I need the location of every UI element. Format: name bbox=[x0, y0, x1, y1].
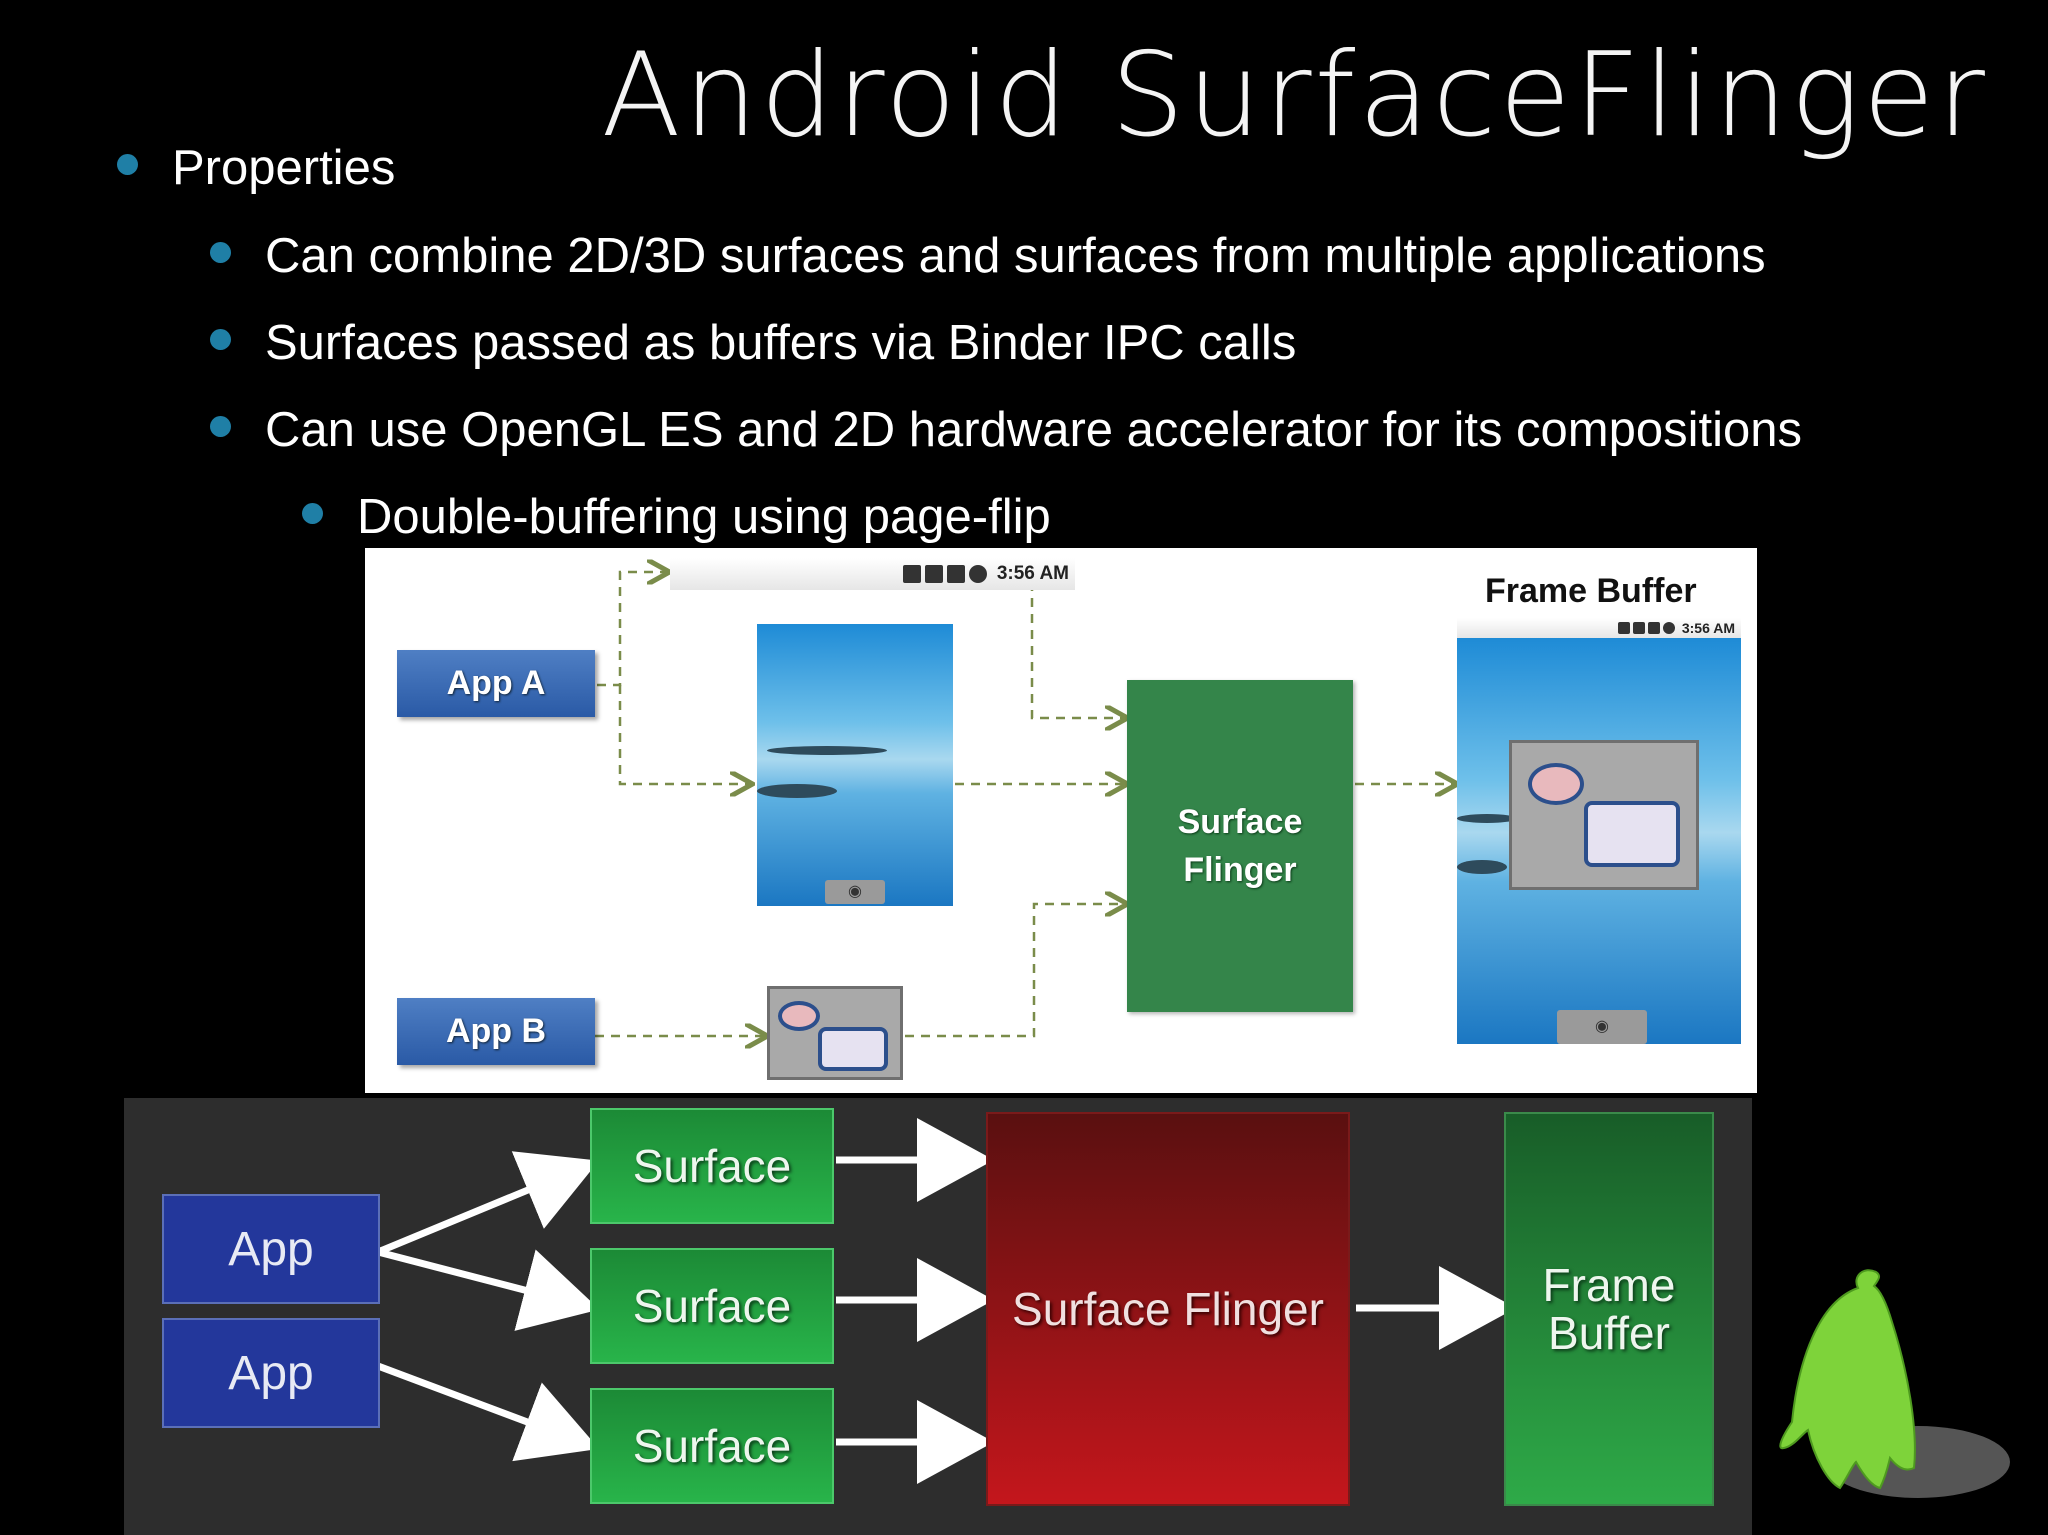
app-b-surface bbox=[767, 986, 903, 1080]
frame-buffer-line2: Buffer bbox=[1548, 1307, 1670, 1359]
bullet-binder-ipc: Surfaces passed as buffers via Binder IP… bbox=[265, 316, 1297, 370]
island-shape bbox=[767, 746, 887, 755]
app-box-1: App bbox=[162, 1194, 380, 1304]
frame-buffer-status-bar: 3:56 AM bbox=[1457, 618, 1741, 638]
composited-app-b-window bbox=[1509, 740, 1699, 890]
slide-title: Android SurfaceFlinger bbox=[601, 28, 1988, 163]
bullet-dot bbox=[210, 329, 231, 350]
ellipse-shape bbox=[778, 1001, 820, 1031]
home-button-icon: ◉ bbox=[1557, 1010, 1647, 1044]
frame-buffer-line1: Frame bbox=[1542, 1259, 1676, 1311]
bullet-dot bbox=[210, 416, 231, 437]
surface-flinger-box: Surface Flinger bbox=[1127, 680, 1353, 1012]
surface-box-2: Surface bbox=[590, 1248, 834, 1364]
frame-buffer-screen: ◉ bbox=[1457, 638, 1741, 1044]
bluetooth-icon bbox=[902, 565, 921, 583]
bullet-properties: Properties bbox=[172, 141, 396, 195]
android-ghost-mascot-icon bbox=[1779, 1269, 2010, 1498]
status-bar: 3:56 AM bbox=[670, 558, 1075, 590]
connector-window-sf bbox=[905, 904, 1125, 1038]
bullet-dot bbox=[210, 242, 231, 263]
connector-appa-wallpaper bbox=[618, 685, 750, 784]
island-shape bbox=[757, 784, 837, 798]
arrow-app1-surface1 bbox=[376, 1151, 599, 1256]
rectangle-shape bbox=[1584, 801, 1680, 867]
home-button-icon: ◉ bbox=[825, 880, 885, 904]
signal-icon bbox=[1647, 622, 1660, 634]
surface-box-1: Surface bbox=[590, 1108, 834, 1224]
app-box-2: App bbox=[162, 1318, 380, 1428]
surface-flinger-line2: Flinger bbox=[1183, 851, 1297, 889]
bullet-combine-surfaces: Can combine 2D/3D surfaces and surfaces … bbox=[265, 229, 1766, 283]
white-arrows bbox=[376, 1118, 1516, 1484]
alarm-icon bbox=[968, 565, 987, 583]
frame-buffer-status-time: 3:56 AM bbox=[1681, 620, 1735, 636]
dashed-connectors bbox=[565, 548, 1757, 1093]
wallpaper-surface: ◉ bbox=[757, 624, 953, 906]
alarm-icon bbox=[1662, 622, 1675, 634]
surfaceflinger-block-diagram: App App Surface Surface Surface Surface … bbox=[124, 1098, 1752, 1535]
network-icon bbox=[1632, 622, 1645, 634]
bullet-double-buffering: Double-buffering using page-flip bbox=[357, 490, 1051, 544]
bullet-opengl: Can use OpenGL ES and 2D hardware accele… bbox=[265, 403, 1803, 457]
status-time: 3:56 AM bbox=[996, 563, 1069, 584]
island-shape bbox=[1457, 860, 1507, 874]
ellipse-shape bbox=[1528, 763, 1584, 805]
surface-box-3: Surface bbox=[590, 1388, 834, 1504]
bullet-dot bbox=[117, 154, 138, 175]
arrow-app1-surface2 bbox=[377, 1248, 600, 1331]
surface-flinger-line1: Surface bbox=[1177, 803, 1303, 841]
surface-flinger-box: Surface Flinger bbox=[986, 1112, 1350, 1506]
bullet-dot bbox=[302, 503, 323, 524]
app-a-button: App A bbox=[397, 650, 595, 717]
frame-buffer-label: Frame Buffer bbox=[1485, 572, 1697, 610]
frame-buffer-box: Frame Buffer bbox=[1504, 1112, 1714, 1506]
bluetooth-icon bbox=[1617, 622, 1630, 634]
island-shape bbox=[1457, 814, 1517, 823]
network-icon bbox=[924, 565, 943, 583]
rectangle-shape bbox=[818, 1027, 888, 1071]
arrow-app2-surface3 bbox=[376, 1362, 600, 1462]
signal-icon bbox=[946, 565, 965, 583]
surfaceflinger-screenshot-diagram: 3:56 AM App A App B ◉ Surface Flinger Fr… bbox=[365, 548, 1757, 1093]
app-b-button: App B bbox=[397, 998, 595, 1065]
connector-statusbar-sf bbox=[1030, 582, 1125, 718]
